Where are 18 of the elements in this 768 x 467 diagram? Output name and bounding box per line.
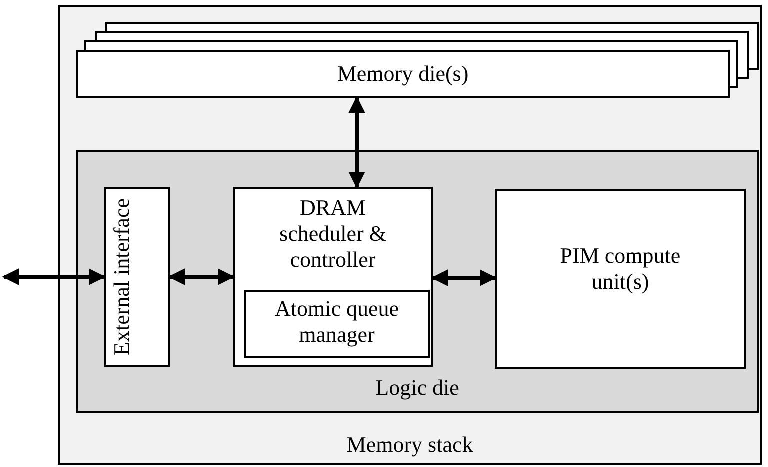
box-label: Atomic queue manager bbox=[274, 296, 400, 348]
double-arrow bbox=[348, 96, 366, 189]
logic-die-panel bbox=[76, 150, 759, 413]
interface-box bbox=[104, 187, 170, 367]
box-label: Memory die(s) bbox=[336, 61, 470, 87]
double-arrow bbox=[168, 268, 235, 286]
stack-panel bbox=[58, 5, 762, 465]
memory-die-box bbox=[76, 50, 730, 98]
box-label: DRAM scheduler & controller bbox=[278, 195, 388, 273]
panel-label: Memory stack bbox=[346, 432, 474, 458]
double-arrow bbox=[2, 268, 106, 286]
controller-box bbox=[233, 187, 433, 367]
box-label: External interface bbox=[109, 198, 135, 358]
box-label: PIM compute unit(s) bbox=[559, 243, 682, 295]
queue-manager-box bbox=[244, 290, 430, 358]
panel-label: Logic die bbox=[374, 375, 460, 401]
double-arrow bbox=[431, 270, 497, 286]
compute-unit-box bbox=[495, 189, 746, 369]
